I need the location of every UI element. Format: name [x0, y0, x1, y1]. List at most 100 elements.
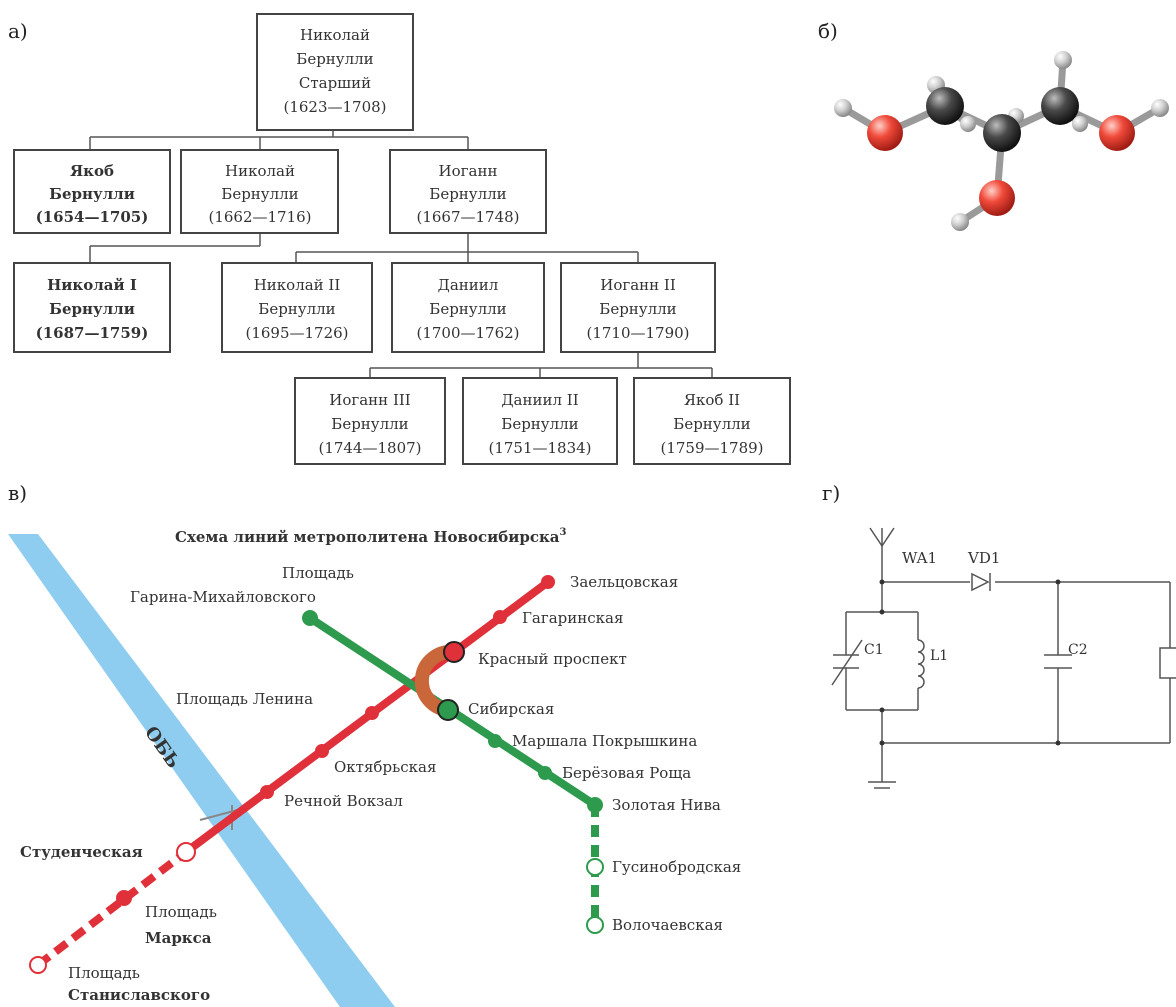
label-krasny: Красный проспект	[478, 650, 627, 668]
station-zolotaya	[587, 797, 603, 813]
hydrogen-atom	[834, 99, 852, 117]
inductor-l1	[917, 639, 925, 689]
station-oktyabrskaya	[315, 744, 329, 758]
junction-dot	[1055, 579, 1061, 585]
station-volochaevskaya	[586, 916, 604, 934]
junction-dot	[1055, 740, 1061, 746]
tree-node-daniel: Даниил Бернулли (1700—1762)	[391, 262, 545, 353]
station-lenina	[365, 706, 379, 720]
node-line: Старший	[299, 74, 371, 92]
bernoulli-family-tree	[89, 130, 713, 378]
diode-symbol	[971, 572, 990, 592]
station-rechnoy	[260, 785, 274, 799]
station-sibirskaya	[437, 699, 459, 721]
station-gagarinskaya	[493, 610, 507, 624]
carbon-atom	[926, 87, 964, 125]
label-stanisl-2: Станиславского	[68, 986, 210, 1004]
label-pokryshkina: Маршала Покрышкина	[512, 732, 697, 750]
hydrogen-atom	[1072, 116, 1088, 132]
station-pokryshkina	[488, 734, 502, 748]
label-l1: L1	[930, 648, 948, 664]
node-line: Иоганн III	[329, 391, 411, 409]
river-ob	[8, 534, 395, 1007]
node-line: Николай	[225, 162, 295, 180]
panel-label-b: б)	[818, 19, 838, 43]
tree-node-nikolai-elder: Николай Бернулли Старший (1623—1708)	[256, 13, 414, 131]
node-line: Бернулли	[673, 415, 750, 433]
node-line: (1623—1708)	[283, 98, 386, 116]
label-gagarinskaya: Гагаринская	[522, 609, 623, 627]
receiver-circuit	[831, 527, 1176, 789]
node-line: Иоганн	[439, 162, 498, 180]
metro-title: Схема линий метрополитена Новосибирска3	[175, 527, 567, 546]
node-line: (1687—1759)	[36, 324, 149, 342]
label-marksa-2: Маркса	[145, 929, 212, 947]
node-line: Бернулли	[429, 185, 506, 203]
label-garina-1: Площадь	[282, 564, 354, 582]
label-studencheskaya: Студенческая	[20, 843, 143, 861]
hydrogen-atom	[1054, 51, 1072, 69]
node-line: Бернулли	[429, 300, 506, 318]
tree-node-nikolai-i: Николай I Бернулли (1687—1759)	[13, 262, 171, 353]
station-krasny-prospekt	[443, 641, 465, 663]
node-line: Николай	[300, 26, 370, 44]
station-berezovaya	[538, 766, 552, 780]
tree-node-nikolai-ii: Николай II Бернулли (1695—1726)	[221, 262, 373, 353]
node-line: Бернулли	[501, 415, 578, 433]
label-marksa-1: Площадь	[145, 903, 217, 921]
node-line: (1759—1789)	[660, 439, 763, 457]
label-berezovaya: Берёзовая Роща	[562, 764, 691, 782]
label-c2: C2	[1068, 642, 1088, 658]
label-garina-2: Гарина-Михайловского	[130, 588, 316, 606]
node-line: Даниил II	[501, 391, 578, 409]
node-line: (1744—1807)	[318, 439, 421, 457]
tree-node-jakob-ii: Якоб II Бернулли (1759—1789)	[633, 377, 791, 465]
node-line: Бернулли	[331, 415, 408, 433]
station-garina	[302, 610, 318, 626]
label-rechnoy: Речной Вокзал	[284, 792, 403, 810]
label-wa1: WA1	[902, 549, 937, 567]
node-line: Бернулли	[49, 300, 135, 318]
oxygen-atom	[979, 180, 1015, 216]
carbon-atom	[1041, 87, 1079, 125]
node-line: Николай I	[47, 276, 137, 294]
node-line: Бернулли	[258, 300, 335, 318]
station-studencheskaya	[176, 842, 196, 862]
label-gusino: Гусинобродская	[612, 858, 741, 876]
node-line: Бернулли	[599, 300, 676, 318]
label-volochaevskaya: Волочаевская	[612, 916, 723, 934]
node-line: (1662—1716)	[208, 208, 311, 226]
node-line: (1700—1762)	[416, 324, 519, 342]
junction-dot	[879, 740, 885, 746]
node-line: (1751—1834)	[488, 439, 591, 457]
panel-label-a: а)	[8, 19, 28, 43]
transfer-connector	[414, 644, 455, 717]
node-line: Иоганн II	[600, 276, 676, 294]
node-line: Якоб II	[684, 391, 740, 409]
node-line: Бернулли	[49, 185, 135, 203]
station-stanislavskogo	[29, 956, 47, 974]
junction-dot	[879, 579, 885, 585]
label-c1: C1	[864, 642, 884, 658]
hydrogen-atom	[951, 213, 969, 231]
panel-label-v: в)	[8, 481, 27, 505]
load-element	[1159, 647, 1176, 679]
node-line: Якоб	[70, 162, 114, 180]
metro-map: ОБЬ Схема линий метрополитена Новосибирс…	[8, 527, 741, 1007]
carbon-atom	[983, 114, 1021, 152]
label-vd1: VD1	[967, 549, 1000, 567]
tree-node-daniel-ii: Даниил II Бернулли (1751—1834)	[462, 377, 618, 465]
node-line: Даниил	[438, 276, 499, 294]
label-lenina: Площадь Ленина	[176, 690, 313, 708]
panel-label-g: г)	[822, 481, 840, 505]
tree-node-nikolai-1662: Николай Бернулли (1662—1716)	[180, 149, 339, 234]
tree-node-jakob: Якоб Бернулли (1654—1705)	[13, 149, 171, 234]
junction-dot	[879, 609, 885, 615]
tree-node-johann-ii: Иоганн II Бернулли (1710—1790)	[560, 262, 716, 353]
node-line: Николай II	[254, 276, 341, 294]
junction-dot	[879, 707, 885, 713]
red-line-planned	[35, 848, 189, 969]
node-line: Бернулли	[296, 50, 373, 68]
circuit-junctions	[879, 579, 1061, 746]
label-zaeltsovskaya: Заельцовская	[570, 573, 678, 591]
